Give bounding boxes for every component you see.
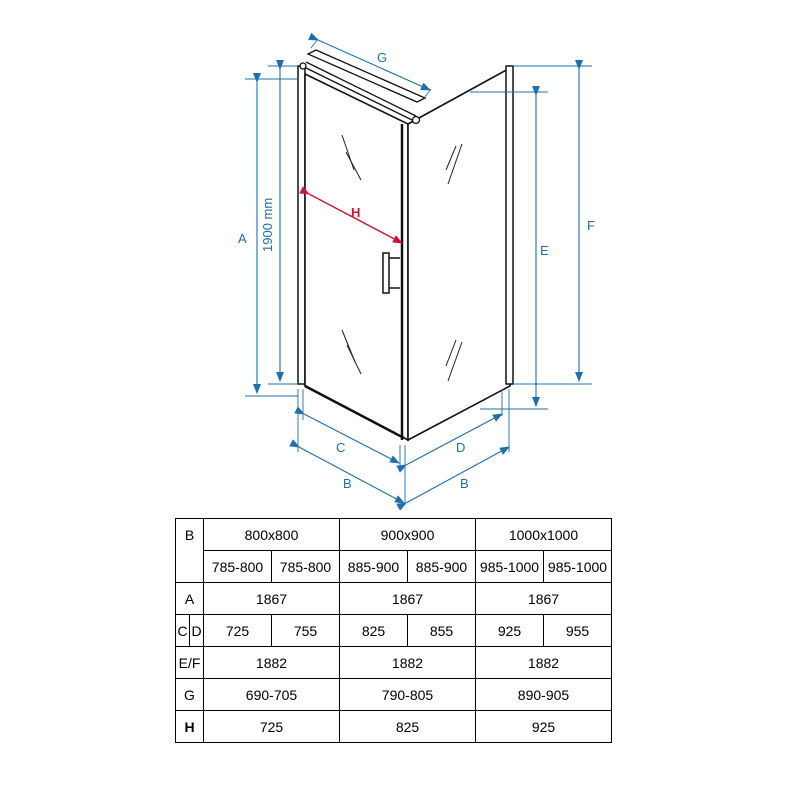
value-cell: 1867 <box>475 582 612 615</box>
dimension-g: G <box>308 32 432 99</box>
enclosure <box>297 49 514 442</box>
table-row-ef: E/F 1882 1882 1882 <box>175 646 612 679</box>
dimension-h: H <box>299 186 403 244</box>
range-cell: 985-1000 <box>475 550 544 583</box>
table-row-b: B 800x800 900x900 1000x1000 <box>175 518 612 583</box>
table-row-a: A 1867 1867 1867 <box>175 582 612 615</box>
value-cell: 1882 <box>339 646 476 679</box>
door-glass-panel <box>304 72 409 442</box>
label-c: C <box>336 440 345 455</box>
value-cell: 825 <box>339 614 408 647</box>
label-h: H <box>351 205 360 220</box>
range-cell: 885-900 <box>407 550 476 583</box>
row-label-b: B <box>175 518 204 583</box>
range-cell: 785-800 <box>271 550 340 583</box>
dimension-f: F <box>513 60 595 385</box>
row-label-ef: E/F <box>175 646 204 679</box>
value-cell: 1867 <box>339 582 476 615</box>
label-d: D <box>456 440 465 455</box>
door-handle <box>382 252 400 294</box>
row-label-a: A <box>175 582 204 615</box>
label-a: A <box>238 231 247 246</box>
row-label-g: G <box>175 678 204 711</box>
label-f: F <box>587 218 595 233</box>
value-cell: 790-805 <box>339 678 476 711</box>
value-cell: 955 <box>543 614 612 647</box>
value-cell: 825 <box>339 710 476 743</box>
range-cell: 985-1000 <box>543 550 612 583</box>
shower-enclosure-diagram: G A 1900 mm H E F C <box>238 32 595 510</box>
value-cell: 1882 <box>475 646 612 679</box>
value-cell: 855 <box>407 614 476 647</box>
size-header-800: 800x800 <box>203 518 340 551</box>
dimension-b-right: B <box>396 446 510 510</box>
dimensions-table: B 800x800 900x900 1000x1000 785-800 785-… <box>175 518 612 743</box>
range-cell: 785-800 <box>203 550 272 583</box>
table-row-cd: C D 725 755 825 855 925 955 <box>175 614 612 647</box>
table-row-ranges: 785-800 785-800 885-900 885-900 985-1000… <box>176 550 612 583</box>
value-cell: 890-905 <box>475 678 612 711</box>
table-row-h: H 725 825 925 <box>175 710 612 743</box>
value-cell: 1882 <box>203 646 340 679</box>
row-label-h: H <box>175 710 204 743</box>
label-e: E <box>540 243 549 258</box>
dimension-height: 1900 mm <box>260 60 298 385</box>
row-label-d: D <box>189 614 204 647</box>
left-wall-profile <box>297 65 306 385</box>
label-height-mm: 1900 mm <box>260 198 275 252</box>
value-cell: 925 <box>475 614 544 647</box>
size-header-900: 900x900 <box>339 518 476 551</box>
right-wall-profile <box>505 65 514 385</box>
range-cell: 885-900 <box>339 550 408 583</box>
value-cell: 725 <box>203 710 340 743</box>
label-g: G <box>377 50 387 65</box>
row-label-c: C <box>175 614 190 647</box>
dimension-b-left: B <box>289 439 405 504</box>
table-row-g: G 690-705 790-805 890-905 <box>175 678 612 711</box>
label-b-right: B <box>460 476 469 491</box>
value-cell: 925 <box>475 710 612 743</box>
value-cell: 725 <box>203 614 272 647</box>
dimension-e: E <box>470 86 549 410</box>
dimension-a: A <box>238 73 298 397</box>
size-header-1000: 1000x1000 <box>475 518 612 551</box>
glass-reflections <box>341 134 463 382</box>
value-cell: 755 <box>271 614 340 647</box>
fixed-glass-panel <box>407 66 511 442</box>
value-cell: 1867 <box>203 582 340 615</box>
label-b-left: B <box>343 476 352 491</box>
value-cell: 690-705 <box>203 678 340 711</box>
